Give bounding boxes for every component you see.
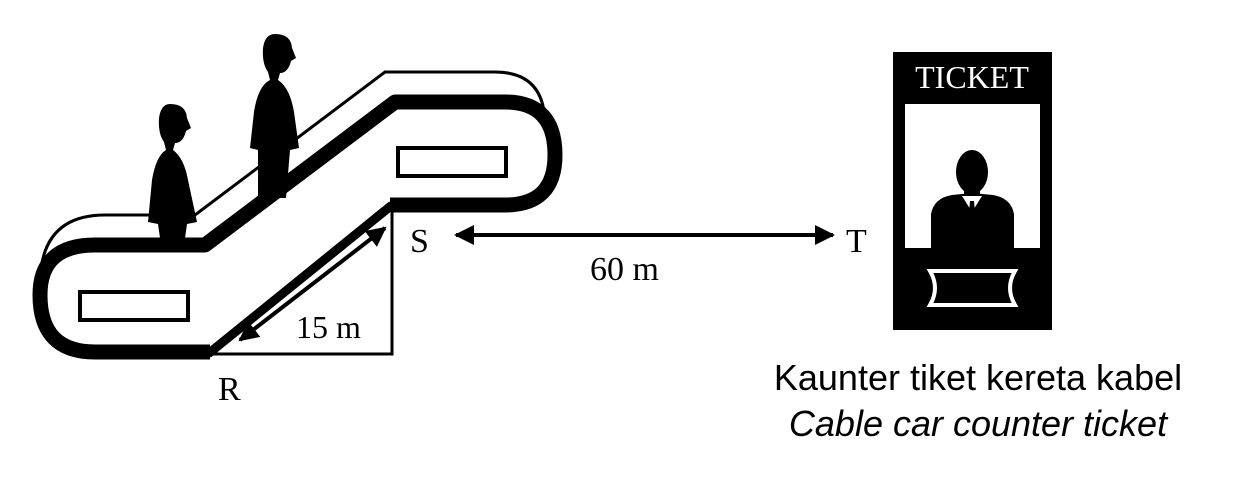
distance-label: 60 m: [590, 251, 659, 288]
upper-end-panel: [396, 146, 508, 178]
ticket-booth-icon: [893, 52, 1052, 330]
person-silhouette-icon: [250, 34, 299, 198]
caption-english: Cable car counter ticket: [789, 403, 1169, 444]
caption-malay: Kaunter tiket kereta kabel: [774, 357, 1182, 398]
escalator-length-label: 15 m: [296, 309, 361, 345]
point-s-label: S: [410, 223, 429, 260]
person-silhouette-icon: [148, 104, 197, 238]
point-t-label: T: [846, 223, 867, 260]
person-silhouette-icon: [931, 150, 1014, 248]
double-arrow-icon: [238, 226, 387, 342]
ticket-icon: [926, 269, 1019, 307]
point-r-label: R: [218, 371, 241, 408]
lower-end-panel: [78, 290, 190, 322]
booth-sign: TICKET: [915, 59, 1029, 95]
